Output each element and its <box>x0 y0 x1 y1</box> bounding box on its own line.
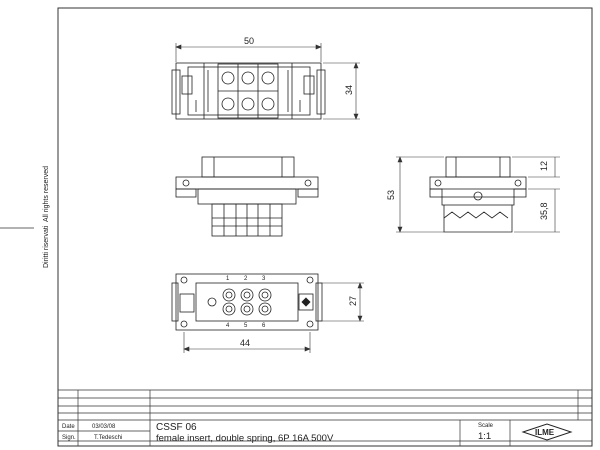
side-top-label: 12 <box>539 161 549 171</box>
svg-text:ILME: ILME <box>535 428 555 437</box>
top-height-label: 34 <box>344 85 354 95</box>
face-view <box>171 273 323 331</box>
pin-6: 6 <box>262 323 266 329</box>
scale-value: 1:1 <box>478 431 491 442</box>
pin-3: 3 <box>262 276 266 282</box>
pin-2: 2 <box>244 276 248 282</box>
side-view <box>429 156 527 233</box>
top-height-dimension <box>323 62 360 120</box>
part-description: female insert, double spring, 6P 16A 500… <box>156 433 334 444</box>
face-width-label: 44 <box>240 338 250 348</box>
pin-4: 4 <box>226 323 230 329</box>
rights-reserved-en: All rights reserved <box>43 166 50 222</box>
scale-label: Scale <box>478 423 494 429</box>
pin-1: 1 <box>226 276 230 282</box>
side-bottom-label: 35,8 <box>539 202 549 220</box>
face-height-label: 27 <box>348 296 358 306</box>
side-height-label: 53 <box>386 190 396 200</box>
drawing-frame <box>57 7 593 447</box>
top-view <box>171 62 326 120</box>
front-view <box>175 156 319 237</box>
face-dimensions <box>183 282 364 353</box>
top-width-dimension <box>175 43 322 62</box>
title-block-grid <box>58 389 592 446</box>
date-value: 03/03/08 <box>92 424 116 430</box>
sign-value: T.Tedeschi <box>94 435 122 441</box>
pin-5: 5 <box>244 323 248 329</box>
top-width-label: 50 <box>244 36 254 46</box>
part-code: CSSF 06 <box>156 422 197 433</box>
side-dimensions <box>396 156 560 233</box>
date-label: Date <box>62 424 75 430</box>
ilme-logo: ILME <box>521 423 573 441</box>
rights-reserved-it: Diritti riservati <box>43 225 50 268</box>
sign-label: Sign. <box>62 435 76 441</box>
